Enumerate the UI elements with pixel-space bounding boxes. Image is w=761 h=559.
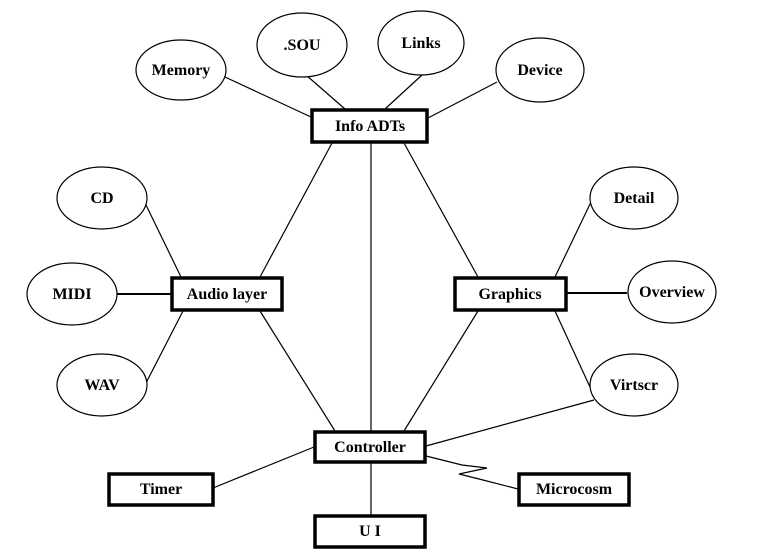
node-microcosm[interactable]: Microcosm <box>517 472 631 507</box>
edge-virtscr-controller <box>425 399 595 447</box>
node-controller-label: Controller <box>334 439 406 456</box>
node-sou-label: .SOU <box>284 37 321 54</box>
node-overview[interactable]: Overview <box>627 260 717 324</box>
node-detail-label: Detail <box>614 190 655 207</box>
node-links-label: Links <box>401 35 440 52</box>
node-controller[interactable]: Controller <box>313 430 427 464</box>
edge-timer-controller <box>212 446 315 489</box>
node-audio-layer-label: Audio layer <box>187 286 267 303</box>
node-info-adts-label: Info ADTs <box>335 118 405 135</box>
edge-audio-layer-controller <box>259 310 336 432</box>
node-links[interactable]: Links <box>377 10 465 76</box>
node-overview-label: Overview <box>639 284 705 301</box>
edge-graphics-controller <box>403 310 479 432</box>
node-memory-label: Memory <box>152 62 211 79</box>
node-cd-label: CD <box>90 190 113 207</box>
edge-cd-audio-layer <box>145 204 182 278</box>
node-info-adts[interactable]: Info ADTs <box>310 108 429 144</box>
node-detail[interactable]: Detail <box>589 166 679 230</box>
edge-wav-audio-layer <box>145 310 184 384</box>
node-memory[interactable]: Memory <box>135 39 227 101</box>
node-timer[interactable]: Timer <box>107 472 215 507</box>
edge-info-adts-audio-layer <box>259 142 333 278</box>
node-cd[interactable]: CD <box>56 166 148 230</box>
edge-memory-info-adts <box>224 76 312 118</box>
node-wav[interactable]: WAV <box>56 353 148 417</box>
node-graphics[interactable]: Graphics <box>453 276 568 312</box>
edges <box>115 74 627 515</box>
node-device-label: Device <box>517 62 562 79</box>
node-midi-label: MIDI <box>52 286 91 303</box>
edge-controller-microcosm-zigzag <box>425 455 519 490</box>
edge-device-info-adts <box>427 81 498 119</box>
edge-virtscr-graphics <box>554 310 591 388</box>
node-virtscr-label: Virtscr <box>610 377 658 394</box>
node-audio-layer[interactable]: Audio layer <box>170 276 284 312</box>
node-virtscr[interactable]: Virtscr <box>589 353 679 417</box>
node-midi[interactable]: MIDI <box>26 262 118 326</box>
node-microcosm-label: Microcosm <box>536 481 613 498</box>
node-device[interactable]: Device <box>495 37 585 103</box>
node-graphics-label: Graphics <box>478 286 541 303</box>
node-sou[interactable]: .SOU <box>256 12 348 78</box>
node-timer-label: Timer <box>140 481 182 498</box>
edge-detail-graphics <box>554 201 592 278</box>
node-wav-label: WAV <box>84 377 120 394</box>
edge-sou-info-adts <box>305 74 346 110</box>
edge-info-adts-graphics <box>403 142 479 278</box>
node-ui-label: U I <box>359 523 381 540</box>
node-ui[interactable]: U I <box>313 514 427 549</box>
edge-links-info-adts <box>384 74 423 110</box>
